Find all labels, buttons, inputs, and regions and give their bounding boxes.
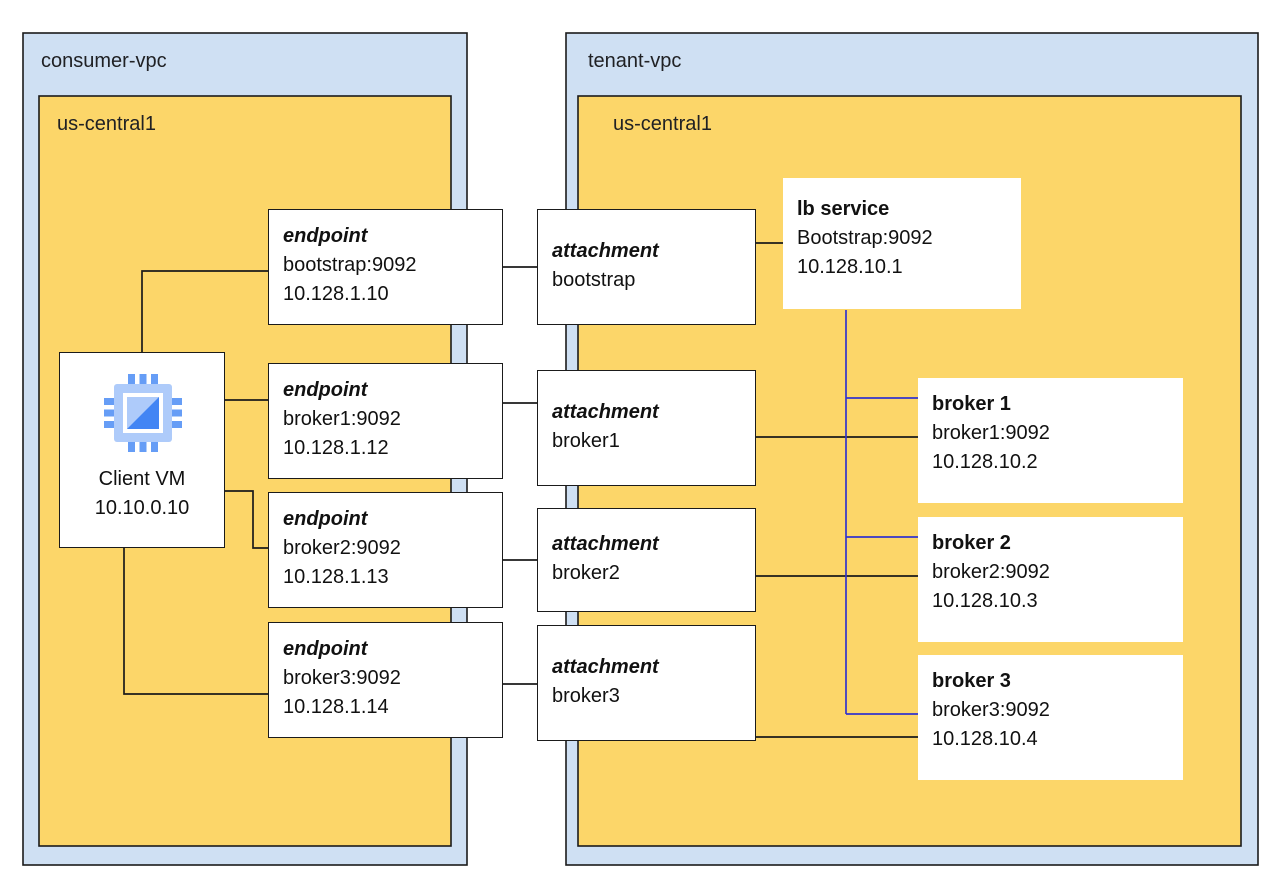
endpoint-target: broker2:9092 bbox=[283, 537, 401, 559]
attachment-broker1[interactable]: attachment broker1 bbox=[537, 370, 756, 486]
broker-target: broker2:9092 bbox=[932, 561, 1050, 583]
endpoint-target: broker3:9092 bbox=[283, 667, 401, 689]
attachment-name: broker3 bbox=[552, 685, 620, 707]
broker-target: broker3:9092 bbox=[932, 699, 1050, 721]
endpoint-broker1[interactable]: endpoint broker1:9092 10.128.1.12 bbox=[268, 363, 503, 479]
attachment-broker2[interactable]: attachment broker2 bbox=[537, 508, 756, 612]
link-lb-broker-bus bbox=[845, 310, 918, 715]
endpoint-ip: 10.128.1.10 bbox=[283, 283, 389, 305]
endpoint-bootstrap[interactable]: endpoint bootstrap:9092 10.128.1.10 bbox=[268, 209, 503, 325]
attachment-kind: attachment bbox=[552, 240, 659, 262]
attachment-bootstrap[interactable]: attachment bootstrap bbox=[537, 209, 756, 325]
link-vm-bootstrap bbox=[141, 270, 268, 352]
endpoint-kind: endpoint bbox=[283, 379, 368, 401]
vpc-label-tenant: tenant-vpc bbox=[588, 50, 682, 72]
endpoint-ip: 10.128.1.14 bbox=[283, 696, 389, 718]
broker-2-node[interactable]: broker 2 broker2:9092 10.128.10.3 bbox=[918, 517, 1183, 642]
attachment-name: broker1 bbox=[552, 430, 620, 452]
lb-service-title: lb service bbox=[797, 198, 890, 220]
client-vm-node[interactable]: Client VM 10.10.0.10 bbox=[59, 352, 225, 548]
attachment-name: broker2 bbox=[552, 562, 620, 584]
lb-service-node[interactable]: lb service Bootstrap:9092 10.128.10.1 bbox=[783, 178, 1021, 309]
broker-1-node[interactable]: broker 1 broker1:9092 10.128.10.2 bbox=[918, 378, 1183, 503]
attachment-kind: attachment bbox=[552, 656, 659, 678]
endpoint-broker2[interactable]: endpoint broker2:9092 10.128.1.13 bbox=[268, 492, 503, 608]
client-vm-label: Client VM bbox=[98, 468, 186, 490]
endpoint-broker3[interactable]: endpoint broker3:9092 10.128.1.14 bbox=[268, 622, 503, 738]
broker-target: broker1:9092 bbox=[932, 422, 1050, 444]
broker-3-node[interactable]: broker 3 broker3:9092 10.128.10.4 bbox=[918, 655, 1183, 780]
endpoint-kind: endpoint bbox=[283, 638, 368, 660]
lb-service-ip: 10.128.10.1 bbox=[797, 256, 903, 278]
broker-title: broker 1 bbox=[932, 393, 1011, 415]
broker-title: broker 2 bbox=[932, 532, 1011, 554]
broker-ip: 10.128.10.2 bbox=[932, 451, 1038, 473]
compute-engine-chip-icon bbox=[103, 373, 183, 453]
endpoint-ip: 10.128.1.13 bbox=[283, 566, 389, 588]
attachment-broker3[interactable]: attachment broker3 bbox=[537, 625, 756, 741]
region-label-tenant: us-central1 bbox=[613, 113, 712, 135]
attachment-kind: attachment bbox=[552, 401, 659, 423]
region-label-consumer: us-central1 bbox=[57, 113, 156, 135]
endpoint-ip: 10.128.1.12 bbox=[283, 437, 389, 459]
vpc-label-consumer: consumer-vpc bbox=[41, 50, 167, 72]
attachment-kind: attachment bbox=[552, 533, 659, 555]
link-vm-broker3 bbox=[123, 548, 268, 695]
endpoint-kind: endpoint bbox=[283, 225, 368, 247]
endpoint-target: bootstrap:9092 bbox=[283, 254, 417, 276]
broker-ip: 10.128.10.4 bbox=[932, 728, 1038, 750]
attachment-name: bootstrap bbox=[552, 269, 636, 291]
link-vm-broker2 bbox=[225, 490, 268, 549]
broker-title: broker 3 bbox=[932, 670, 1011, 692]
broker-ip: 10.128.10.3 bbox=[932, 590, 1038, 612]
endpoint-kind: endpoint bbox=[283, 508, 368, 530]
endpoint-target: broker1:9092 bbox=[283, 408, 401, 430]
client-vm-ip: 10.10.0.10 bbox=[94, 497, 190, 519]
lb-service-target: Bootstrap:9092 bbox=[797, 227, 933, 249]
